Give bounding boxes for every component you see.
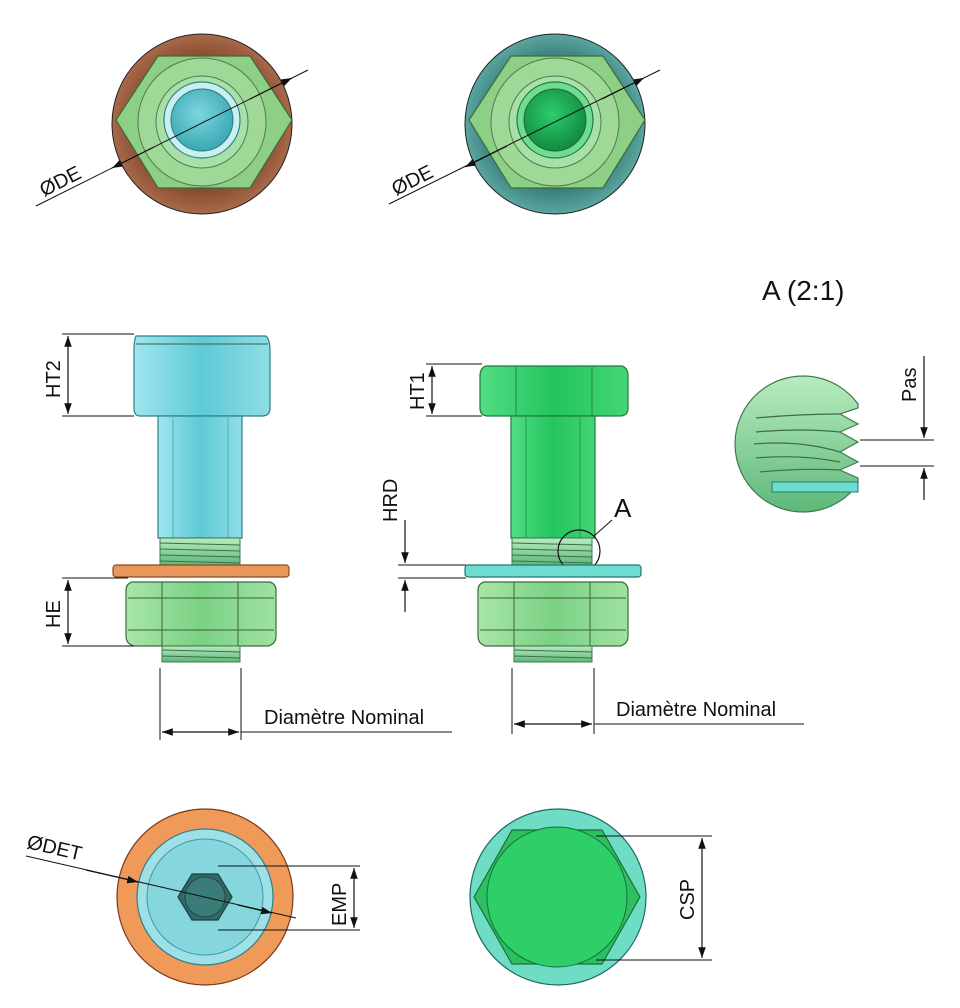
pitch-label: Pas [899,368,921,402]
bottom-view-left: ØDET EMP [25,808,360,986]
detail-marker: A [614,493,632,523]
he-label: HE [43,600,65,628]
detail-view-a: Pas [734,356,934,513]
thread-lines [511,542,593,564]
ht1-label: HT1 [407,372,429,410]
washer-fragment [771,481,859,493]
det-label: ØDET [25,831,84,865]
shank [157,415,243,539]
top-view-left: ØDE [35,33,309,215]
bottom-view-right: CSP [469,808,712,986]
csp-label: CSP [677,879,699,920]
side-view-right: A HT1 HRD Diamètre Nominal [380,363,804,734]
washer [464,564,642,578]
bore [170,88,234,152]
thread-upper [159,537,241,566]
shank [510,415,596,539]
detail-leader [593,519,613,537]
nominal-label: Diamètre Nominal [616,699,776,721]
thread-lines [753,413,841,473]
top-view-right: ØDE [388,33,661,215]
thread-upper [511,537,593,566]
head-top-face [486,826,628,968]
thread-lines [161,649,241,659]
det-arrow [85,869,139,884]
side-view-left: HT2 HE Diamètre Nominal [43,333,452,740]
hrd-label: HRD [380,479,402,522]
hex-head [479,365,629,417]
thread-lines [513,649,593,659]
emp-label: EMP [329,883,351,926]
bore [523,88,587,152]
det-arrow [237,904,273,915]
thread-lower [161,645,241,663]
hex-nut-side [125,581,277,647]
diameter-arrow [111,146,155,169]
socket-head [133,335,271,417]
ht2-label: HT2 [43,360,65,398]
diameter-arrow [249,77,293,100]
diameter-label: ØDE [388,161,437,200]
thread-lower [513,645,593,663]
detail-title: A (2:1) [762,275,844,306]
diameter-arrow [601,77,645,100]
diameter-arrow [464,145,508,168]
diameter-label: ØDE [36,162,85,201]
hex-nut-side [477,581,629,647]
washer [112,564,290,578]
thread-lines [159,542,241,564]
nominal-label: Diamètre Nominal [264,707,424,729]
